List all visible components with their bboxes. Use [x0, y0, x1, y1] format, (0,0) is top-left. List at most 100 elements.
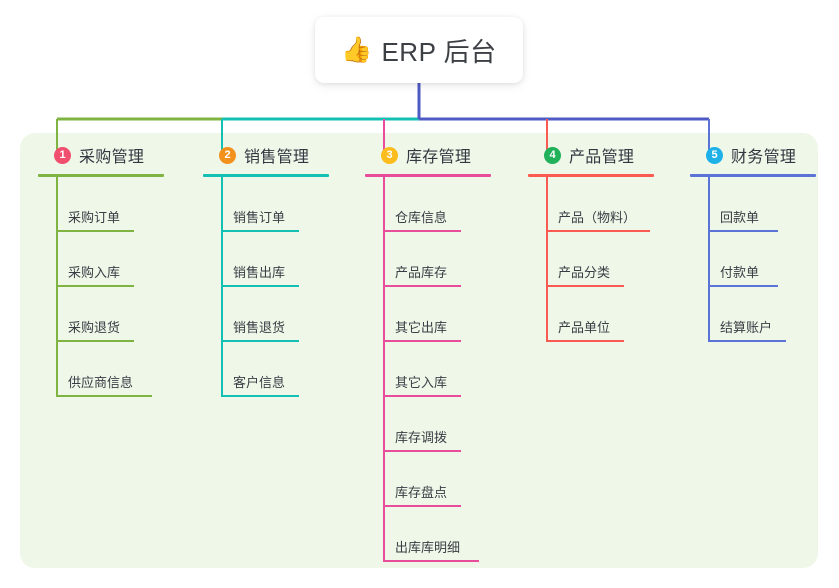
branch-item-label: 库存盘点 [395, 485, 448, 500]
branch-stem [221, 177, 223, 397]
branch-item-rule [221, 230, 299, 232]
branch-item-list: 仓库信息产品库存其它出库其它入库库存调拨库存盘点出库库明细 [365, 177, 527, 562]
branch-item[interactable]: 其它入库 [365, 342, 527, 397]
branch-item-rule [383, 395, 461, 397]
thumbs-up-icon: 👍 [341, 35, 373, 64]
branch-item-label: 客户信息 [233, 375, 286, 390]
branch-item[interactable]: 产品分类 [528, 232, 688, 287]
branch-item-label: 产品分类 [558, 265, 611, 280]
branch-item-label: 其它出库 [395, 320, 448, 335]
branch-item-rule [56, 285, 134, 287]
branch-item-rule [221, 395, 299, 397]
branch-stem [383, 177, 385, 562]
branch-item[interactable]: 产品库存 [365, 232, 527, 287]
branch-item[interactable]: 出库库明细 [365, 507, 527, 562]
branch-stem [546, 177, 548, 342]
branch-item[interactable]: 仓库信息 [365, 177, 527, 232]
branch-title: 库存管理 [406, 149, 472, 166]
branch-header-rule [528, 174, 654, 177]
branch-item[interactable]: 产品（物料） [528, 177, 688, 232]
branch-header[interactable]: 3 库存管理 [365, 133, 527, 177]
branch-header[interactable]: 2 销售管理 [203, 133, 353, 177]
branch-column: 4 产品管理产品（物料） 产品分类产品单位 [528, 133, 688, 342]
branch-item-rule [383, 560, 479, 562]
branch-item[interactable]: 采购入库 [38, 232, 188, 287]
branch-item[interactable]: 采购订单 [38, 177, 188, 232]
branch-title: 财务管理 [731, 149, 797, 166]
branch-item[interactable]: 结算账户 [690, 287, 839, 342]
branch-number-badge: 4 [544, 146, 561, 164]
branch-item-rule [383, 450, 461, 452]
branch-item-label: 仓库信息 [395, 210, 448, 225]
branch-header-rule [365, 174, 491, 177]
branch-item[interactable]: 产品单位 [528, 287, 688, 342]
branch-item-rule [56, 230, 134, 232]
branch-item-label: 销售退货 [233, 320, 286, 335]
branch-item-list: 采购订单采购入库采购退货供应商信息 [38, 177, 188, 397]
branch-header-rule [203, 174, 329, 177]
branch-item-label: 其它入库 [395, 375, 448, 390]
branch-item-label: 出库库明细 [395, 540, 461, 555]
branch-item-label: 回款单 [720, 210, 760, 225]
branch-item-rule [546, 285, 624, 287]
branch-item-label: 付款单 [720, 265, 760, 280]
branch-item[interactable]: 销售退货 [203, 287, 353, 342]
branch-item-label: 采购订单 [68, 210, 121, 225]
branch-item-label: 结算账户 [720, 320, 773, 335]
branch-item-rule [708, 285, 778, 287]
branch-item-label: 采购退货 [68, 320, 121, 335]
branch-header[interactable]: 5 财务管理 [690, 133, 839, 177]
branch-item-rule [221, 340, 299, 342]
branch-column: 3 库存管理仓库信息产品库存其它出库其它入库库存调拨库存盘点出库库明细 [365, 133, 527, 562]
branch-item[interactable]: 回款单 [690, 177, 839, 232]
branch-item-label: 产品（物料） [558, 210, 637, 225]
branch-number-badge: 5 [706, 146, 723, 164]
root-node-title: ERP 后台 [381, 36, 497, 67]
branch-item[interactable]: 采购退货 [38, 287, 188, 342]
root-node-card[interactable]: 👍 ERP 后台 [315, 17, 523, 83]
branch-item-rule [383, 285, 461, 287]
branch-item-rule [383, 505, 461, 507]
branch-panel [20, 133, 818, 568]
branch-item-rule [708, 340, 786, 342]
branch-item[interactable]: 库存调拨 [365, 397, 527, 452]
branch-item-rule [383, 230, 461, 232]
branch-item[interactable]: 付款单 [690, 232, 839, 287]
branch-title: 产品管理 [569, 149, 635, 166]
branch-stem [708, 177, 710, 342]
branch-item-list: 回款单付款单结算账户 [690, 177, 839, 342]
branch-number-badge: 3 [381, 146, 398, 164]
branch-column: 5 财务管理回款单付款单结算账户 [690, 133, 839, 342]
branch-item-label: 库存调拨 [395, 430, 448, 445]
branch-item-list: 销售订单销售出库销售退货客户信息 [203, 177, 353, 397]
branch-item-rule [546, 230, 650, 232]
branch-item-label: 供应商信息 [68, 375, 134, 390]
branch-item-list: 产品（物料） 产品分类产品单位 [528, 177, 688, 342]
branch-item-label: 产品库存 [395, 265, 448, 280]
branch-title: 采购管理 [79, 149, 145, 166]
branch-stem [56, 177, 58, 397]
branch-header[interactable]: 4 产品管理 [528, 133, 688, 177]
branch-item-rule [546, 340, 624, 342]
branch-item-label: 销售订单 [233, 210, 286, 225]
branch-number-badge: 2 [219, 146, 236, 164]
branch-item[interactable]: 客户信息 [203, 342, 353, 397]
branch-item-rule [383, 340, 461, 342]
branch-item[interactable]: 销售订单 [203, 177, 353, 232]
branch-item[interactable]: 销售出库 [203, 232, 353, 287]
branch-item-rule [708, 230, 778, 232]
branch-item-label: 产品单位 [558, 320, 611, 335]
branch-title: 销售管理 [244, 149, 310, 166]
branch-item-label: 采购入库 [68, 265, 121, 280]
branch-item[interactable]: 库存盘点 [365, 452, 527, 507]
branch-item-rule [56, 340, 134, 342]
branch-item[interactable]: 其它出库 [365, 287, 527, 342]
branch-item-rule [56, 395, 152, 397]
branch-item[interactable]: 供应商信息 [38, 342, 188, 397]
branch-header-rule [690, 174, 816, 177]
branch-item-label: 销售出库 [233, 265, 286, 280]
